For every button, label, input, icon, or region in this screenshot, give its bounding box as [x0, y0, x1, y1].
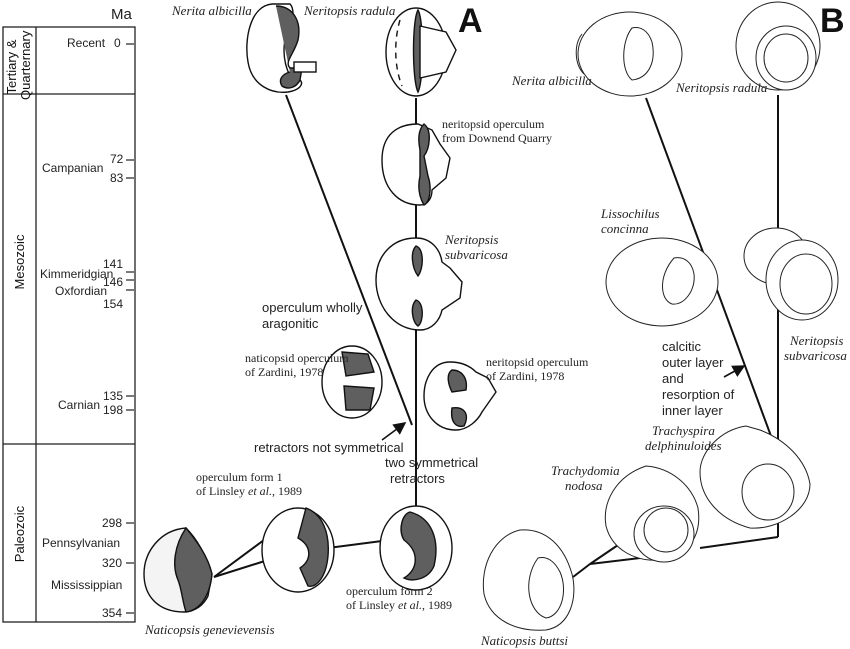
- label-neritopsis-radula-a: Neritopsis radula: [304, 3, 396, 18]
- label-downend-line2: from Downend Quarry: [442, 131, 552, 145]
- tick-72: 72: [110, 152, 124, 166]
- label-form1-line1: operculum form 1: [196, 470, 283, 484]
- annotation-two-symmetrical-line2: retractors: [390, 471, 445, 486]
- tick-320: 320: [102, 556, 123, 570]
- tick-0: 0: [114, 36, 121, 50]
- label-form1-line2: of Linsley et al., 1989: [196, 484, 302, 499]
- shell-naticopsis-buttsi: [482, 529, 575, 631]
- shell-lissochilus-concinna: [605, 237, 719, 327]
- tick-83: 83: [110, 171, 124, 185]
- label-trachydomia-line1: Trachydomia: [551, 463, 620, 478]
- label-downend-line1: neritopsid operculum: [442, 117, 545, 131]
- label-naticopsis-buttsi: Naticopsis buttsi: [481, 633, 569, 648]
- operculum-neritopsid-zardini: [423, 361, 497, 431]
- annotation-wholly-aragonitic-line1: operculum wholly: [262, 300, 363, 315]
- label-naticopsis-genevievensis: Naticopsis genevievensis: [145, 622, 275, 637]
- operculum-neritopsis-radula-a: [385, 7, 457, 97]
- arrow-retractors-not-symmetrical: [381, 422, 407, 441]
- label-nerita-albicilla-a: Nerita albicilla: [172, 3, 252, 18]
- operculum-naticopsid-zardini: [321, 345, 383, 419]
- label-neritopsis-radula-b: Neritopsis radula: [676, 80, 768, 95]
- timescale-frame: [2, 26, 136, 623]
- tick-135: 135: [103, 389, 124, 403]
- label-form2-line2-post: , 1989: [422, 598, 452, 612]
- annotation-calcitic-line4: resorption of: [662, 387, 735, 402]
- tick-298: 298: [102, 516, 123, 530]
- shell-neritopsis-subvaricosa-b: [743, 227, 839, 321]
- label-lissochilus-line1: Lissochilus: [601, 206, 660, 221]
- label-form1-line2-post: , 1989: [272, 484, 302, 498]
- operculum-form2: [379, 505, 453, 591]
- timescale-ticks: [126, 43, 134, 614]
- stage-pennsylvanian: Pennsylvanian: [42, 536, 121, 550]
- timescale-unit-label: Ma: [111, 6, 132, 23]
- shell-naticopsis-genevievensis: [143, 526, 213, 613]
- annotation-calcitic-line2: outer layer: [662, 355, 724, 370]
- stage-campanian: Campanian: [42, 161, 104, 175]
- label-neritopsis-subvaricosa-a-line2: subvaricosa: [445, 247, 508, 262]
- label-nerita-albicilla-b: Nerita albicilla: [512, 73, 592, 88]
- annotation-wholly-aragonitic-line2: aragonitic: [262, 316, 319, 331]
- label-trachydomia-line2: nodosa: [565, 478, 603, 493]
- annotation-two-symmetrical-line1: two symmetrical: [385, 455, 479, 470]
- stage-kimmeridgian: Kimmeridgian: [40, 267, 114, 281]
- label-neritopsid-zardini-line1: neritopsid operculum: [486, 355, 589, 369]
- operculum-downend-quarry: [381, 123, 451, 206]
- operculum-neritopsis-subvaricosa-a: [375, 237, 463, 331]
- operculum-form1: [261, 507, 335, 593]
- arrow-calcitic: [723, 365, 746, 378]
- shell-trachyspira-delphinuloides: [699, 425, 811, 529]
- era-paleozoic: Paleozoic: [12, 505, 27, 563]
- era-label-line2: Quarternary: [18, 30, 33, 100]
- label-form2-line2-pre: of Linsley: [346, 598, 398, 612]
- annotation-retractors-not-symmetrical: retractors not symmetrical: [254, 440, 404, 455]
- label-neritopsis-subvaricosa-b-line2: subvaricosa: [784, 348, 847, 363]
- label-naticopsid-zardini-line2: of Zardini, 1978: [245, 365, 324, 379]
- label-form2-line2: of Linsley et al., 1989: [346, 598, 452, 613]
- label-naticopsid-zardini-line1: naticopsid operculum: [245, 351, 349, 365]
- era-mesozoic: Mesozoic: [12, 234, 27, 290]
- shell-nerita-albicilla-b: [575, 11, 683, 97]
- label-neritopsis-subvaricosa-b-line1: Neritopsis: [790, 333, 844, 348]
- stage-recent: Recent: [67, 36, 106, 50]
- panel-label-a: A: [458, 2, 483, 40]
- shell-neritopsis-radula-b: [735, 1, 821, 91]
- panel-label-b: B: [820, 2, 845, 40]
- tick-141: 141: [103, 257, 124, 271]
- tick-146: 146: [103, 275, 124, 289]
- annotation-calcitic-line3: and: [662, 371, 684, 386]
- shell-nerita-albicilla-a: [246, 3, 317, 93]
- label-trachyspira-line2: delphinuloides: [645, 438, 722, 453]
- stage-mississippian: Mississippian: [51, 578, 123, 592]
- tick-354: 354: [102, 606, 123, 620]
- tick-198: 198: [103, 403, 124, 417]
- label-form2-line2-etal: et al.: [398, 598, 422, 612]
- label-neritopsis-subvaricosa-a-line1: Neritopsis: [445, 232, 499, 247]
- stage-oxfordian: Oxfordian: [55, 284, 108, 298]
- label-form1-line2-pre: of Linsley: [196, 484, 248, 498]
- label-form2-line1: operculum form 2: [346, 584, 433, 598]
- shell-trachydomia-nodosa: [604, 465, 700, 563]
- annotation-calcitic-line5: inner layer: [662, 403, 723, 418]
- tick-154: 154: [103, 297, 124, 311]
- era-label-line1: Tertiary &: [4, 39, 19, 95]
- annotation-calcitic-line1: calcitic: [662, 339, 702, 354]
- era-tertiary-quaternary: Tertiary & Quarternary: [4, 30, 33, 100]
- stage-carnian: Carnian: [58, 398, 101, 412]
- label-lissochilus-line2: concinna: [601, 221, 649, 236]
- label-form1-line2-etal: et al.: [248, 484, 272, 498]
- label-neritopsid-zardini-line2: of Zardini, 1978: [486, 369, 565, 383]
- label-trachyspira-line1: Trachyspira: [652, 423, 715, 438]
